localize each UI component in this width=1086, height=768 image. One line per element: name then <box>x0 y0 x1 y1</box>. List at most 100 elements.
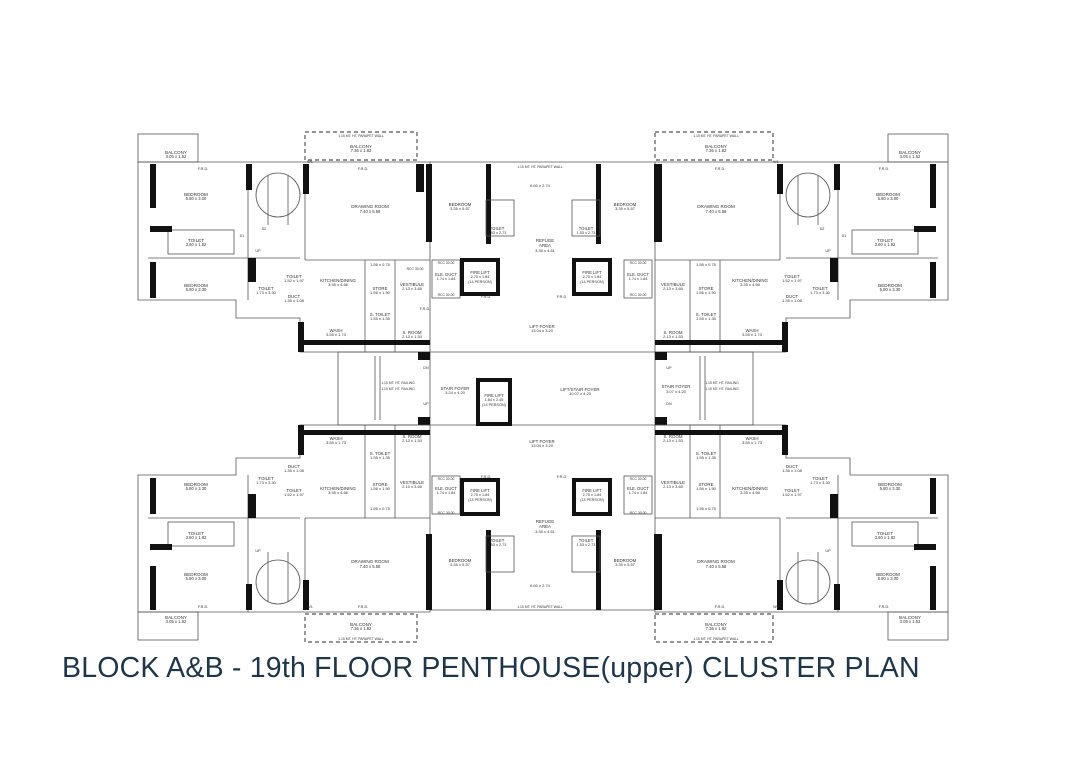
room-name: WASH <box>329 436 342 441</box>
room-name: BEDROOM <box>876 572 900 577</box>
unit-bottom-right: BALCONY 3.05 x 1.52 BALCONY 7.36 x 1.82 … <box>654 424 949 643</box>
stair-label: DN <box>666 402 672 406</box>
shelf-label: 1.56 x 0.75 <box>370 506 391 511</box>
room-name: S. TOILET <box>370 451 391 456</box>
door-label: F.R.D. <box>358 167 369 171</box>
room-dim: 3.55 x 1.73 <box>326 332 347 337</box>
room-name: TOILET <box>286 274 302 279</box>
room-dim: 5.80 x 3.30 <box>880 486 901 491</box>
room-dim: 3.35 x 5.57 <box>450 562 471 567</box>
room-name: REFUGE <box>536 519 554 524</box>
room-name: DUCT <box>288 464 301 469</box>
room-dim: 13.04 x 3.20 <box>531 328 554 333</box>
room-dim: 3.55 x 1.73 <box>326 440 347 445</box>
room-name: FIRE LIFT <box>582 488 602 493</box>
room-name: ELE. DUCT <box>627 486 649 491</box>
room-name: TOILET <box>258 286 274 291</box>
room-name: TOILET <box>784 274 800 279</box>
room-dim: 1.56 x 1.90 <box>370 486 391 491</box>
room-dim: 1.55 x 1.35 <box>696 316 717 321</box>
room-name: BEDROOM <box>878 283 902 288</box>
plan-title: BLOCK A&B - 19th FLOOR PENTHOUSE(upper) … <box>62 652 920 684</box>
room-dim: 5.80 x 3.00 <box>878 196 899 201</box>
room-name: LIFT FOYER <box>529 324 554 329</box>
room-name: TOILET <box>490 538 505 543</box>
room-dim: 1.74 x 1.84 <box>629 277 648 281</box>
room-dim: 7.36 x 1.82 <box>351 626 372 631</box>
room-dim: 3.35 x 4.66 <box>740 282 761 287</box>
room-name: TOILET <box>784 488 800 493</box>
room-cap: (14 PERSON) <box>580 498 605 502</box>
room-name: BALCONY <box>165 150 187 155</box>
rcc-label: RCC 30.00 <box>630 293 647 297</box>
unit-top-right: BALCONY 3.05 x 1.52 BALCONY 7.36 x 1.82 … <box>654 131 949 353</box>
room-dim: 3.55 x 1.73 <box>742 332 763 337</box>
rcc-label: RCC 30.00 <box>630 477 647 481</box>
railing-label: 1.15 MT. HT. RAILING <box>705 387 739 391</box>
core-top: 1.15 MT. HT. PARAPET WALL 6.60 x 2.74 BE… <box>430 161 655 333</box>
room-name: ELE. DUCT <box>435 272 457 277</box>
door-label: F.R.D. <box>481 295 492 299</box>
room-name: KITCHEN/DINING <box>732 278 768 283</box>
room-dim: 2.13 x 3.65 <box>402 286 423 291</box>
room-name: TOILET <box>188 238 204 243</box>
room-dim: 5.80 x 3.00 <box>186 576 207 581</box>
room-name: DRAWING ROOM <box>351 559 389 564</box>
room-dim: 2.75 x 1.84 <box>583 493 602 497</box>
room-name: DUCT <box>786 294 799 299</box>
room-name: DRAWING ROOM <box>697 204 735 209</box>
room-dim: 3.35 x 5.57 <box>615 206 636 211</box>
shelf-label: 1.56 x 0.75 <box>696 262 717 267</box>
room-name: WASH <box>329 328 342 333</box>
room-dim: 2.13 x 1.53 <box>402 438 423 443</box>
room-name: TOILET <box>579 226 594 231</box>
shelf-label: 1.56 x 0.75 <box>370 262 391 267</box>
door-label: F.R.D. <box>481 475 492 479</box>
door-label: D2 <box>820 227 825 231</box>
rcc-label: RCC 30.00 <box>630 511 647 515</box>
room-name: VESTIBULE <box>661 480 685 485</box>
room-dim: 5.80 x 3.30 <box>186 287 207 292</box>
room-dim: 7.40 x 5.58 <box>706 564 727 569</box>
room-name: STORE <box>698 482 713 487</box>
stair-label: UP <box>666 366 672 370</box>
room-name: STORE <box>372 482 387 487</box>
room-dim: 2.13 x 1.53 <box>663 334 684 339</box>
refuge-dim: 6.60 x 2.74 <box>530 183 551 188</box>
room-dim: 3.35 x 4.66 <box>328 490 349 495</box>
room-name: TOILET <box>579 538 594 543</box>
room-dim: 2.13 x 3.65 <box>402 484 423 489</box>
room-dim: 2.13 x 1.53 <box>402 334 423 339</box>
room-dim: 1.56 x 1.90 <box>696 290 717 295</box>
room-name: BEDROOM <box>614 558 637 563</box>
room-name: BALCONY <box>899 615 921 620</box>
room-dim: 1.55 x 1.35 <box>696 455 717 460</box>
rcc-label: RCC 30.00 <box>438 511 455 515</box>
room-dim: 1.35 x 1.08 <box>284 298 305 303</box>
rcc-label: RCC 30.00 <box>438 293 455 297</box>
unit-bottom-left: BALCONY 3.05 x 1.52 BALCONY 7.36 x 1.82 … <box>137 424 432 643</box>
room-dim: 7.36 x 1.82 <box>706 626 727 631</box>
room-name: S. TOILET <box>370 312 391 317</box>
room-name: FIRE LIFT <box>470 488 490 493</box>
room-dim: 7.36 x 1.82 <box>706 148 727 153</box>
railing-label: 1.15 MT. HT. RAILING <box>381 387 415 391</box>
window-label: W1 <box>773 605 779 609</box>
window-label: W1 <box>307 160 313 164</box>
room-name: TOILET <box>812 476 828 481</box>
room-dim: 3.60 x 1.82 <box>875 535 896 540</box>
room-dim: 5.80 x 3.30 <box>186 486 207 491</box>
room-dim: 3.35 x 4.66 <box>740 490 761 495</box>
room-dim: 7.36 x 1.82 <box>351 148 372 153</box>
room-dim: 1.35 x 1.08 <box>284 468 305 473</box>
room-cap: (14 PERSON) <box>482 403 507 407</box>
room-name: DUCT <box>786 464 799 469</box>
room-dim: 1.52 x 1.97 <box>782 278 803 283</box>
stair-label: UP <box>825 249 831 253</box>
room-dim: 1.74 x 1.84 <box>629 491 648 495</box>
room-dim: 3.35 x 4.61 <box>535 529 556 534</box>
room-cap: (14 PERSON) <box>580 280 605 284</box>
door-label: F.R.D. <box>879 605 890 609</box>
window-label: W1 <box>773 160 779 164</box>
door-label: F.R.D. <box>557 475 568 479</box>
